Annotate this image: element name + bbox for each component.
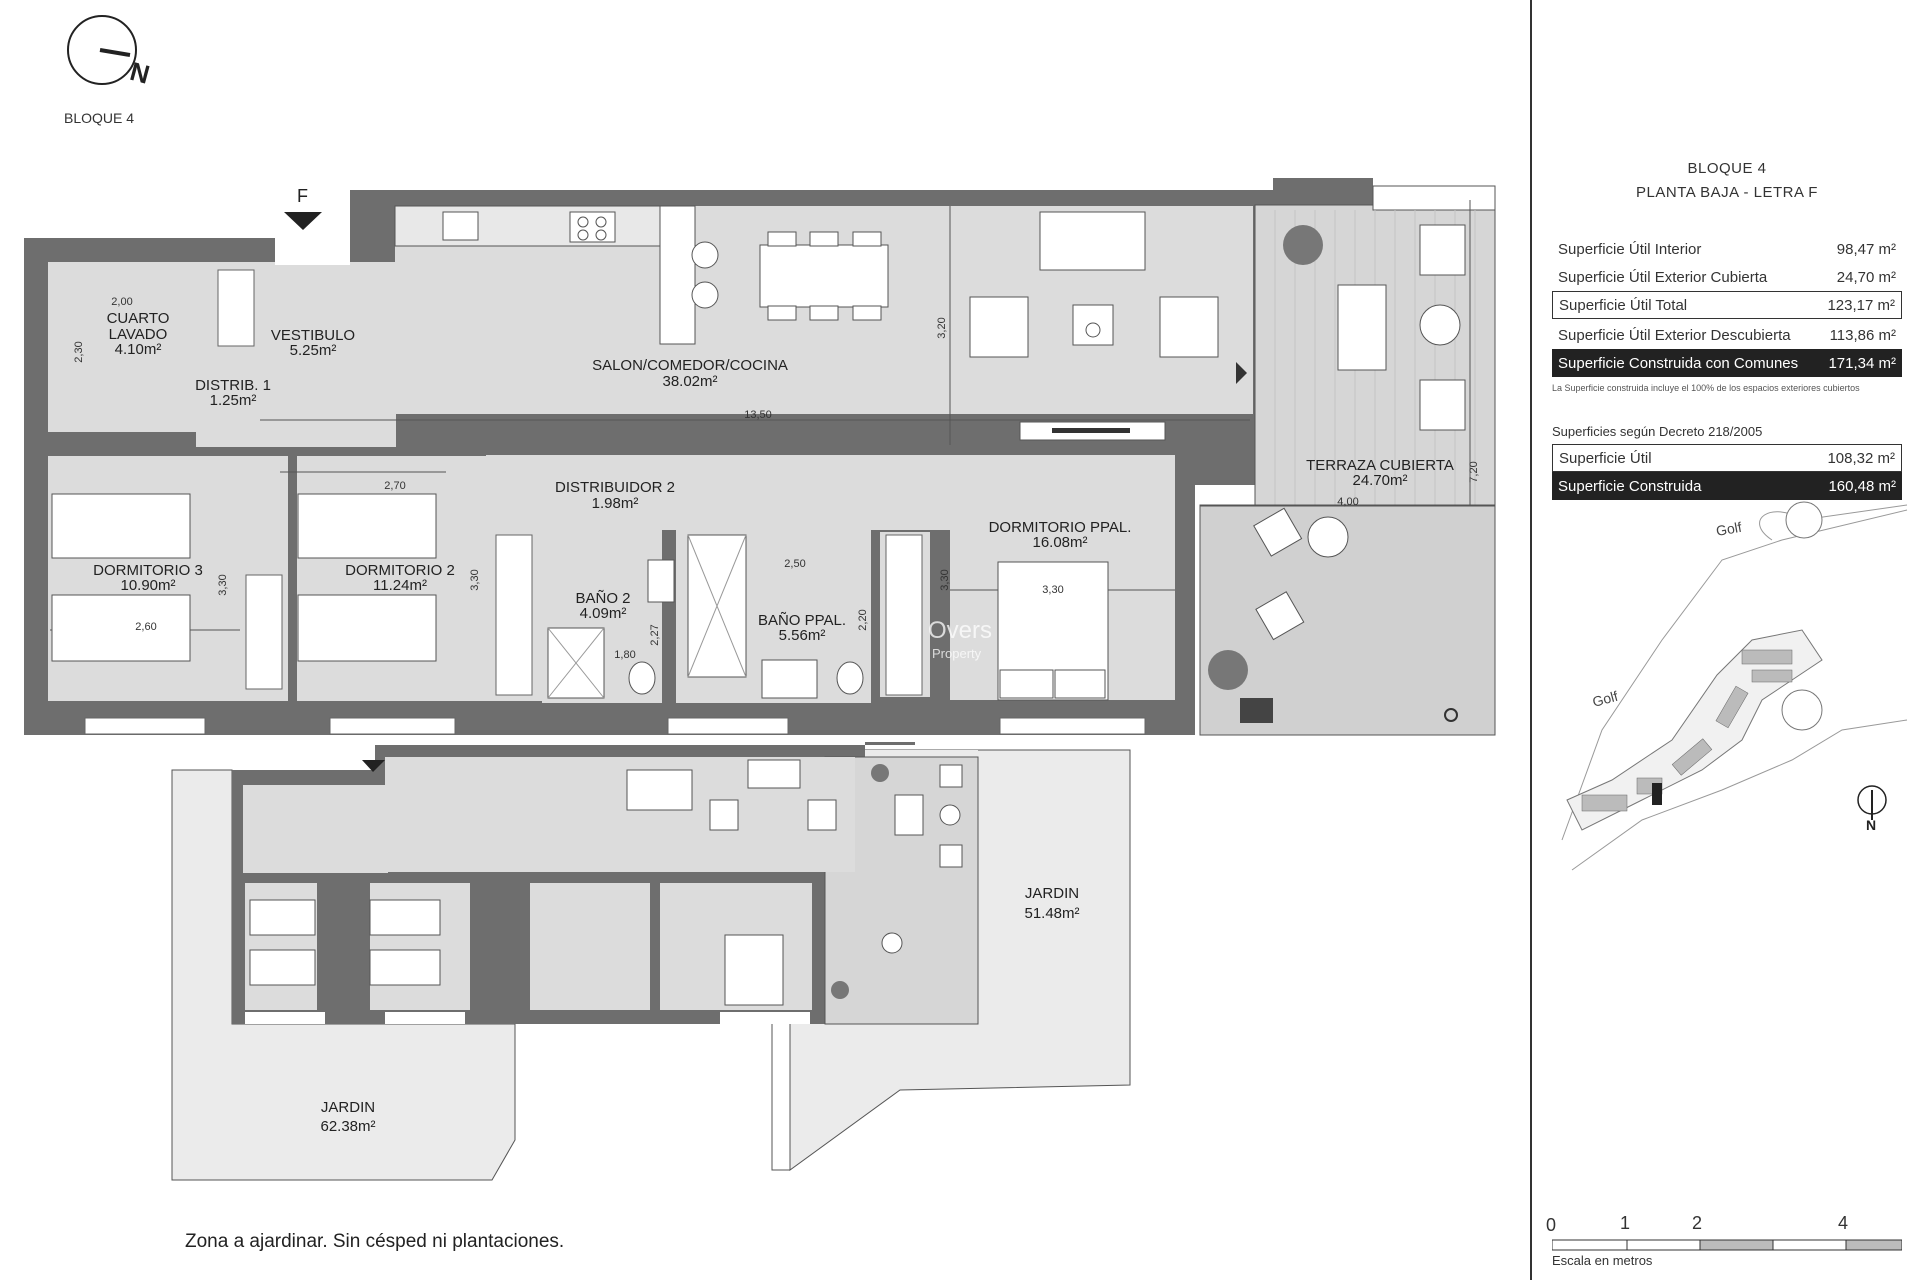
surface-row: Superficie Útil Total 123,17 m² [1552,291,1902,319]
north-arrow-icon: N [67,15,153,90]
vestibule-name: VESTIBULO [271,327,355,344]
decree-label: Superficie Útil [1559,449,1652,467]
dim-14: 3,30 [939,569,951,590]
dim-6: 3,30 [469,569,481,590]
entrance-marker: F [297,186,308,206]
scale-tick-0: 0 [1546,1215,1557,1235]
surface-row: Superficie Útil Interior 98,47 m² [1552,235,1902,263]
dim-9: 1,80 [614,649,635,661]
floor-plan-drawing: N BLOQUE 4 [24,15,1496,1252]
panel-title-1: BLOQUE 4 [1687,160,1767,177]
surface-value: 98,47 m² [1836,240,1896,258]
dim-3: 13,50 [744,409,772,421]
dim-8: 3,30 [217,574,229,595]
scale-caption: Escala en metros [1552,1253,1653,1268]
bedroom3-name: DORMITORIO 3 [93,562,203,579]
watermark-subtext: Property [932,646,982,661]
decree-label: Superficie Construida [1558,477,1702,495]
main-bath-name: BAÑO PPAL. [758,612,846,629]
laundry-area: 4.10m² [115,341,162,358]
watermark-text: Overs [928,617,992,644]
scale-tick-4: 4 [1838,1213,1849,1233]
dim-10: 2,27 [649,624,661,645]
dim-12: 2,20 [857,609,869,630]
garden-right-area: 51.48m² [1024,905,1079,922]
decree-row: Superficie Útil 108,32 m² [1552,444,1902,472]
decree-title: Superficies según Decreto 218/2005 [1552,424,1763,439]
surface-value: 113,86 m² [1829,326,1896,344]
bedroom2-name: DORMITORIO 2 [345,562,455,579]
surface-label: Superficie Útil Exterior Cubierta [1558,268,1768,286]
golf-label-left: Golf [1591,688,1620,710]
scale-tick-1: 1 [1620,1213,1631,1233]
vestibule-area: 5.25m² [290,342,337,359]
scale-graphic [1552,1239,1902,1251]
laundry-room [48,262,196,432]
room-labels: CUARTO LAVADO 4.10m² VESTIBULO 5.25m² DI… [93,310,1454,644]
site-plan-map: N Golf Golf [1561,501,1908,871]
surface-value: 123,17 m² [1827,296,1895,314]
floor-plan-area: N BLOQUE 4 [24,15,1496,1252]
dim-11: 2,50 [784,558,805,570]
north-label: N [1866,817,1876,833]
panel-title-2: PLANTA BAJA - LETRA F [1636,184,1818,201]
laundry-name-1: CUARTO [107,310,170,327]
bath2-name: BAÑO 2 [575,590,630,607]
decree-value: 108,32 m² [1827,449,1895,467]
dim-1: 2,00 [111,296,132,308]
svg-text:N: N [127,56,153,90]
bedroom3-area: 10.90m² [120,577,175,594]
salon-name: SALON/COMEDOR/COCINA [592,357,788,374]
key-plan-block [171,742,1131,1181]
bath2-area: 4.09m² [580,605,627,622]
distrib1-area: 1.25m² [210,392,257,409]
distributor2-area: 1.98m² [592,495,639,512]
dim-13: 3,30 [1042,584,1063,596]
surface-label: Superficie Útil Total [1559,296,1688,314]
distributor-2 [486,455,952,530]
surface-row: Superficie Útil Exterior Descubierta 113… [1552,321,1902,349]
dim-15: 4,00 [1337,496,1358,508]
decree-value: 160,48 m² [1828,477,1896,495]
main-apartment: F [24,178,1496,736]
dimension-labels: 2,00 2,30 13,50 3,20 2,70 3,30 2,60 3,30… [73,296,1480,661]
garden-right-name: JARDIN [1025,885,1079,902]
terrace-name: TERRAZA CUBIERTA [1306,457,1454,474]
surface-value: 24,70 m² [1836,268,1896,286]
garden-left-area: 62.38m² [320,1118,375,1135]
garden-left-name: JARDIN [321,1099,375,1116]
surface-footnote: La Superficie construida incluye el 100%… [1552,383,1860,393]
block-label: BLOQUE 4 [64,110,134,126]
terrace-area-label: 24.70m² [1352,472,1407,489]
dim-7: 2,60 [135,621,156,633]
dim-5: 2,70 [384,480,405,492]
master-area: 16.08m² [1032,534,1087,551]
main-bath-area: 5.56m² [779,627,826,644]
scale-tick-2: 2 [1692,1213,1703,1233]
dim-4: 3,20 [936,317,948,338]
dim-2: 2,30 [73,341,85,362]
distributor2-name: DISTRIBUIDOR 2 [555,479,675,496]
surface-row: Superficie Construida con Comunes 171,34… [1552,349,1902,377]
info-panel: BLOQUE 4 PLANTA BAJA - LETRA F Superfici… [1530,0,1920,1280]
garden-note: Zona a ajardinar. Sin césped ni plantaci… [185,1231,564,1252]
garden-labels: JARDIN 51.48m² JARDIN 62.38m² [320,885,1079,1135]
dim-16: 7,20 [1468,461,1480,482]
laundry-name-2: LAVADO [109,326,168,343]
surface-row: Superficie Útil Exterior Cubierta 24,70 … [1552,263,1902,291]
distrib1-name: DISTRIB. 1 [195,377,271,394]
surface-label: Superficie Útil Interior [1558,240,1702,258]
bedroom2-area: 11.24m² [373,577,427,594]
surface-label: Superficie Útil Exterior Descubierta [1558,326,1791,344]
surface-value: 171,34 m² [1828,354,1896,372]
decree-row: Superficie Construida 160,48 m² [1552,472,1902,500]
salon-area: 38.02m² [662,373,717,390]
surface-label: Superficie Construida con Comunes [1558,354,1799,372]
golf-label-top: Golf [1715,519,1743,539]
master-name: DORMITORIO PPAL. [989,519,1132,536]
